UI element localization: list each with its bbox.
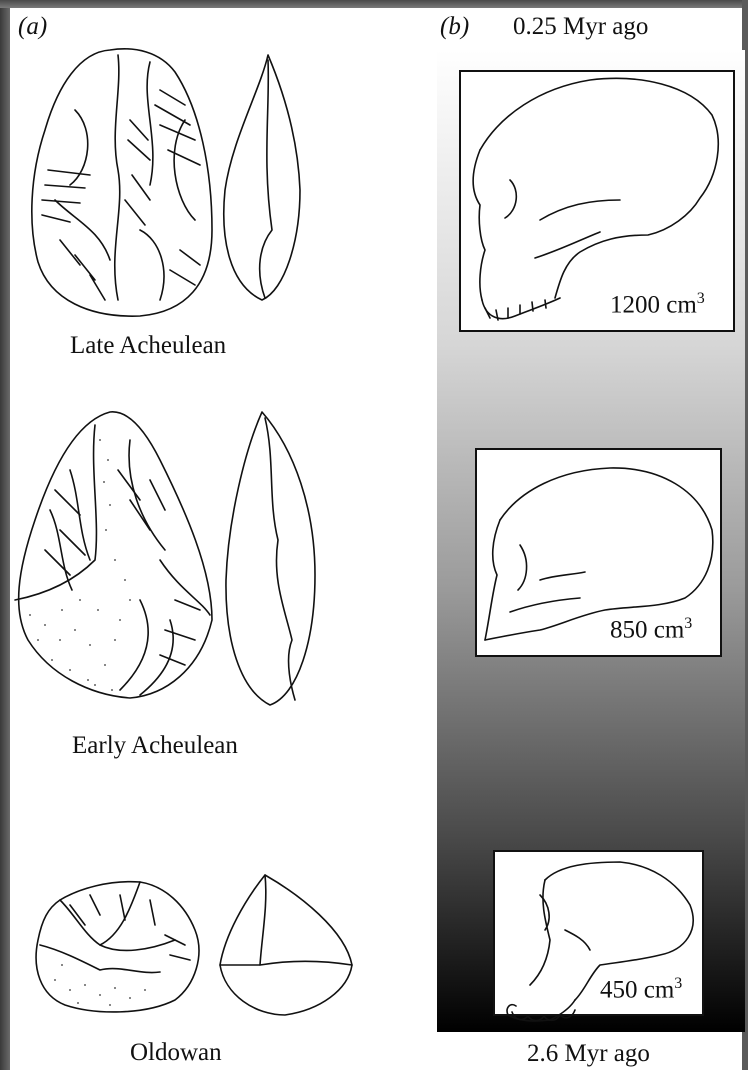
oldowan-label: Oldowan (130, 1040, 222, 1065)
skull-450-drawing (0, 0, 748, 1040)
bottom-time-label: 2.6 Myr ago (527, 1041, 650, 1066)
skull-450-volume: 450 cm3 (600, 975, 682, 1004)
